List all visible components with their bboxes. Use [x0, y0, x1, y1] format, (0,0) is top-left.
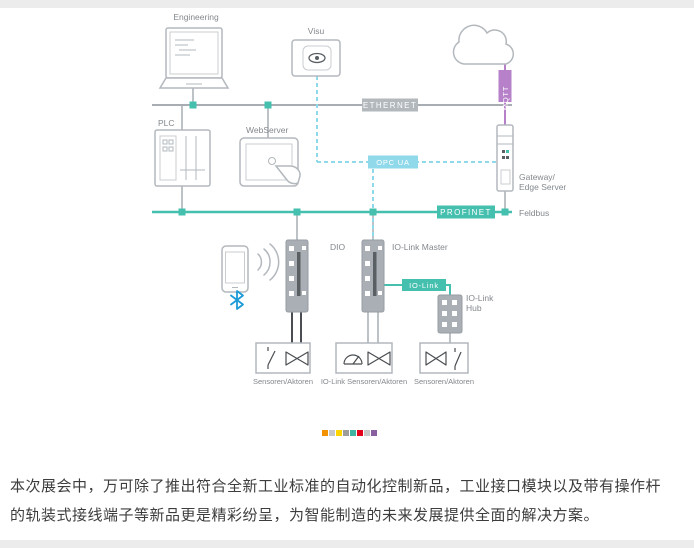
- ethernet-label: ETHERNET: [362, 98, 418, 112]
- visu-label: Visu: [308, 26, 325, 36]
- valve-symbol: [367, 351, 391, 366]
- svg-text:OPC UA: OPC UA: [376, 158, 410, 167]
- svg-text:ETHERNET: ETHERNET: [363, 101, 417, 110]
- color-strip: [322, 430, 377, 436]
- top-border: [0, 0, 694, 8]
- iolink-hub-module: IO-Link Hub: [437, 293, 494, 334]
- color-chip: [371, 430, 377, 436]
- visu-terminal: Visu: [291, 26, 341, 77]
- svg-text:IO-Link: IO-Link: [409, 281, 439, 290]
- switch-symbol: [454, 348, 462, 370]
- bluetooth-icon: [230, 290, 244, 310]
- valve-symbol: [425, 351, 447, 366]
- mqtt-label: MQTT: [498, 70, 512, 110]
- sensor-box-middle: IO-Link Sensoren/Aktoren: [321, 342, 407, 386]
- topology-diagram: ETHERNET PROFINET OPC UA IO-Link MQTT En…: [152, 12, 566, 386]
- iolink-hub-label-line2: Hub: [466, 303, 482, 313]
- sensors-middle-label: IO-Link Sensoren/Aktoren: [321, 377, 407, 386]
- dio-label: DIO: [330, 242, 346, 252]
- gateway-label-line1: Gateway/: [519, 172, 556, 182]
- eye-icon: [308, 52, 326, 64]
- svg-text:MQTT: MQTT: [501, 86, 510, 110]
- color-chip: [336, 430, 342, 436]
- gauge-symbol: [343, 354, 363, 365]
- color-chip: [322, 430, 328, 436]
- iolink-master-module: IO-Link Master: [361, 239, 448, 313]
- junction-node: [178, 208, 186, 216]
- plc-label: PLC: [158, 118, 175, 128]
- wireless-waves-icon: [257, 243, 280, 281]
- junction-node: [264, 101, 272, 109]
- opcua-label: OPC UA: [368, 155, 418, 169]
- color-chip: [329, 430, 335, 436]
- switch-symbol: [267, 347, 276, 369]
- engineering-label: Engineering: [173, 12, 219, 22]
- webserver-device: WebServer: [239, 125, 301, 187]
- junction-node: [189, 101, 197, 109]
- color-chip: [350, 430, 356, 436]
- profinet-label: PROFINET: [437, 205, 495, 219]
- iolink-hub-label-line1: IO-Link: [466, 293, 494, 303]
- caption-text: 本次展会中，万可除了推出符合全新工业标准的自动化控制新品，工业接口模块以及带有操…: [10, 478, 662, 525]
- gateway-device: Gateway/ Edge Server: [496, 124, 566, 192]
- bottom-border: [0, 540, 694, 548]
- dio-module: DIO: [285, 239, 346, 313]
- junction-node: [369, 208, 377, 216]
- color-chip: [357, 430, 363, 436]
- sensors-left-label: Sensoren/Aktoren: [253, 377, 313, 386]
- junction-node: [293, 208, 301, 216]
- sensor-box-left: Sensoren/Aktoren: [253, 342, 313, 386]
- iolink-label: IO-Link: [402, 279, 446, 291]
- webserver-label: WebServer: [246, 125, 289, 135]
- sensors-right-label: Sensoren/Aktoren: [414, 377, 474, 386]
- feldbus-label: Feldbus: [519, 208, 549, 218]
- color-chip: [364, 430, 370, 436]
- touch-hand-icon: [268, 157, 301, 185]
- junction-node: [501, 208, 509, 216]
- color-chip: [343, 430, 349, 436]
- gateway-label-line2: Edge Server: [519, 182, 566, 192]
- smartphone-icon: [221, 245, 249, 293]
- iolink-master-label: IO-Link Master: [392, 242, 448, 252]
- cloud-icon: [452, 24, 515, 65]
- sensor-box-right: Sensoren/Aktoren: [414, 342, 474, 386]
- engineering-laptop: Engineering: [158, 12, 230, 89]
- valve-symbol: [285, 351, 309, 366]
- svg-text:PROFINET: PROFINET: [440, 208, 492, 217]
- plc-device: PLC: [154, 118, 211, 187]
